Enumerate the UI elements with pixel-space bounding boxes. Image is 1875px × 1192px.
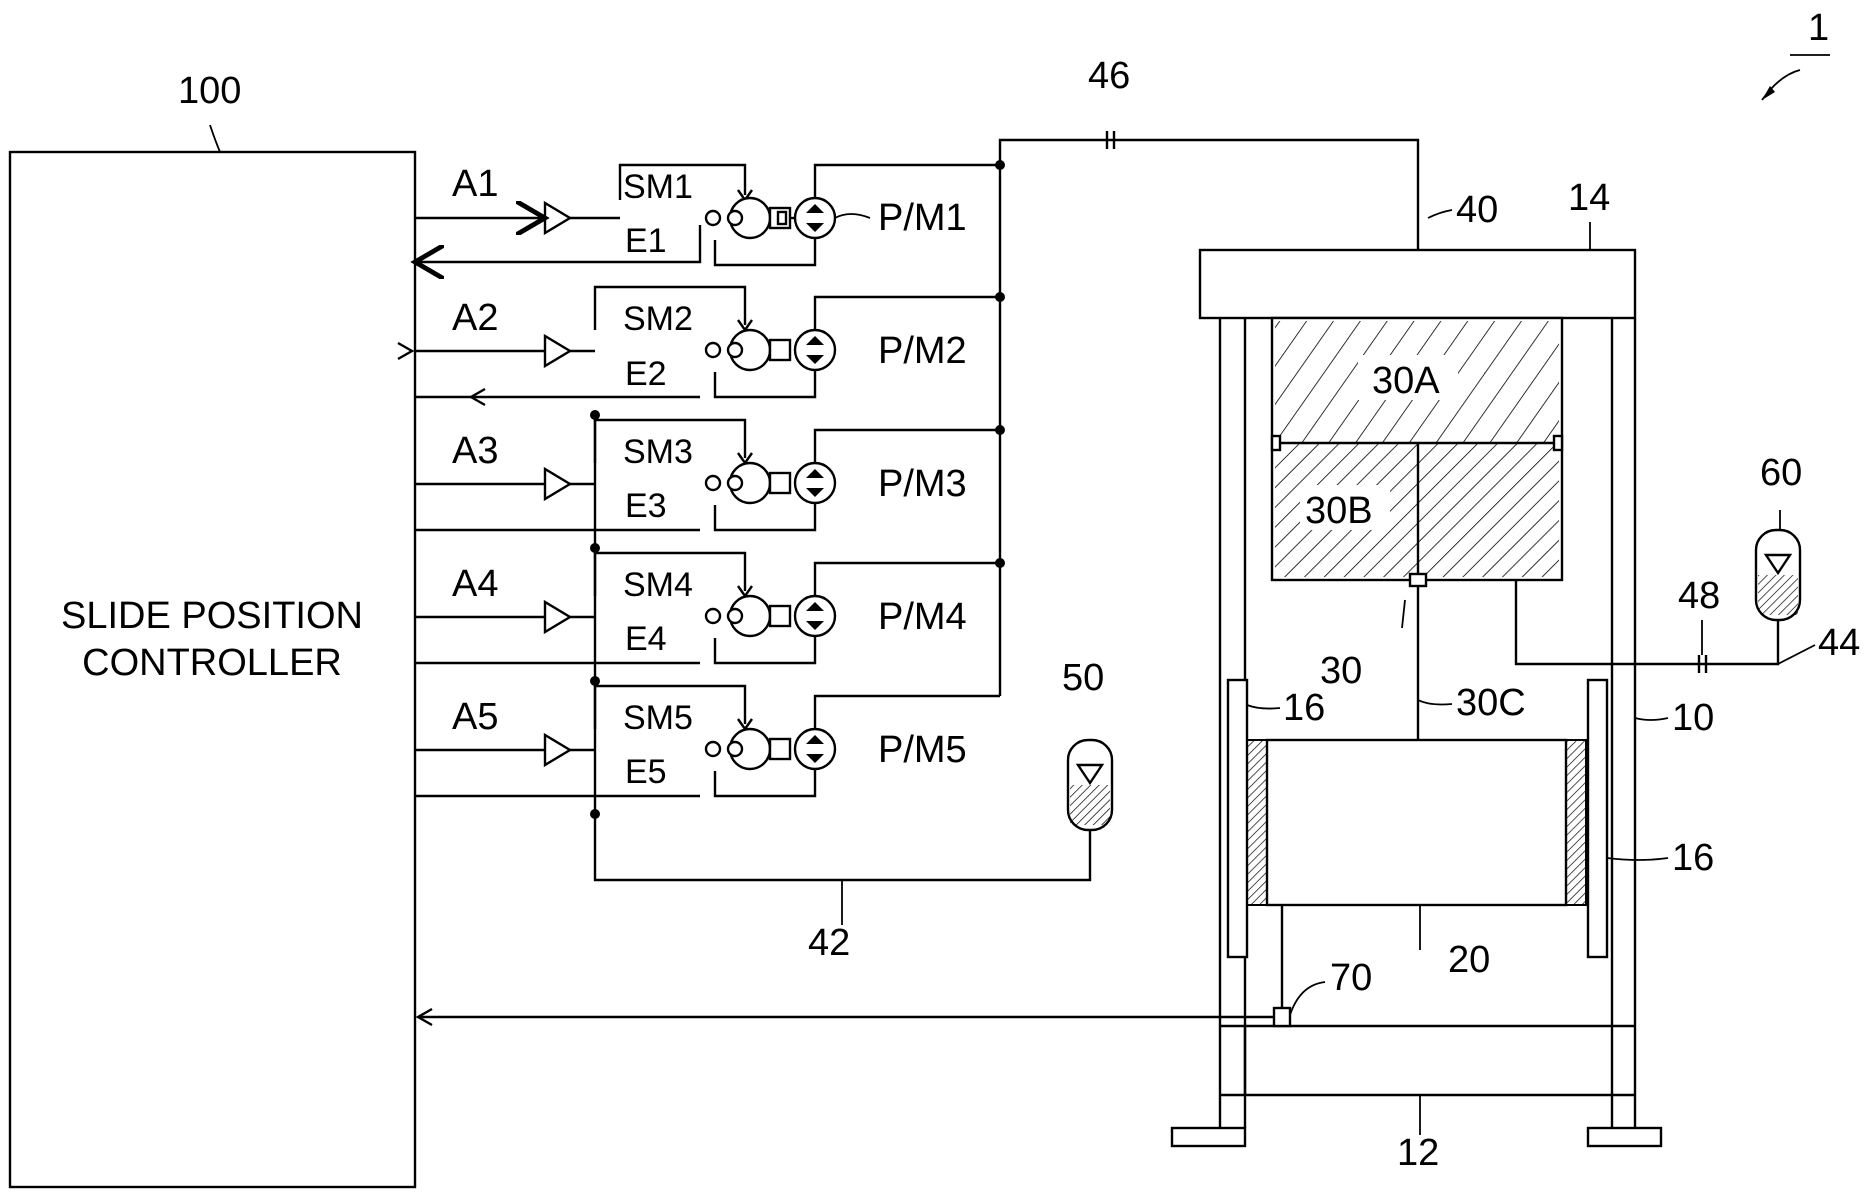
encoder-label-4: E4	[625, 620, 667, 658]
figure-number: 1	[1808, 7, 1829, 49]
sm-label-2: SM2	[623, 300, 693, 338]
amp-label-1: A1	[452, 163, 498, 205]
sm-label-3: SM3	[623, 433, 693, 471]
pump-label-2: P/M2	[878, 330, 967, 372]
amp-label-5: A5	[452, 696, 498, 738]
ref-40: 40	[1456, 189, 1498, 231]
controller-ref-leader	[210, 125, 220, 152]
encoder-label-2: E2	[625, 355, 667, 393]
amp-label-3: A3	[452, 430, 498, 472]
ref-42: 42	[808, 922, 850, 964]
ref-44: 44	[1818, 622, 1860, 664]
ref-12: 12	[1397, 1132, 1439, 1174]
ref-30C: 30C	[1456, 682, 1526, 724]
encoder-label-5: E5	[625, 753, 667, 791]
controller-label-line1: SLIDE POSITION	[61, 595, 363, 637]
encoder-label-1: E1	[625, 222, 667, 260]
ref-30A: 30A	[1372, 360, 1440, 402]
ref-20: 20	[1448, 939, 1490, 981]
ref-14: 14	[1568, 177, 1610, 219]
ref-60: 60	[1760, 452, 1802, 494]
ref-30: 30	[1320, 650, 1362, 692]
sm-label-5: SM5	[623, 699, 693, 737]
ref-48: 48	[1678, 575, 1720, 617]
pump-label-4: P/M4	[878, 596, 967, 638]
sm-label-1: SM1	[623, 168, 693, 206]
pump-label-5: P/M5	[878, 729, 967, 771]
ref-16b: 16	[1672, 837, 1714, 879]
amp-label-4: A4	[452, 563, 498, 605]
ref-16a: 16	[1283, 687, 1325, 729]
amp-label-2: A2	[452, 297, 498, 339]
pump-label-1: P/M1	[878, 197, 967, 239]
ref-10: 10	[1672, 697, 1714, 739]
controller-label-line2: CONTROLLER	[82, 642, 342, 684]
line-44	[1516, 580, 1778, 664]
controller-ref: 100	[178, 70, 241, 112]
sm-label-4: SM4	[623, 566, 693, 604]
ref-30B: 30B	[1305, 490, 1373, 532]
ref-46: 46	[1088, 55, 1130, 97]
ref-50: 50	[1062, 657, 1104, 699]
pump-label-3: P/M3	[878, 463, 967, 505]
ref-70: 70	[1330, 957, 1372, 999]
return-line-42	[595, 415, 1090, 880]
encoder-label-3: E3	[625, 487, 667, 525]
